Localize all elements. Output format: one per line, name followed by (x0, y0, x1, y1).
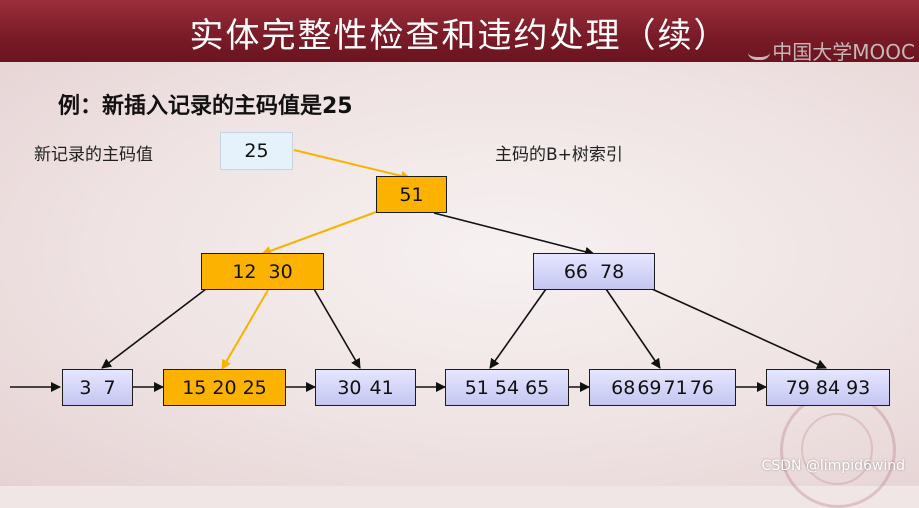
edge-left-to-leaf-3 (313, 288, 361, 369)
edge-left-to-leaf-1 (101, 288, 207, 369)
node-key: 79 (785, 376, 810, 399)
seal-inner-ring (801, 413, 873, 485)
node-key: 84 (815, 376, 841, 399)
new-key-box: 25 (220, 132, 293, 170)
slide-content (0, 62, 919, 486)
node-key: 41 (369, 376, 394, 399)
root-node: 51 (376, 176, 447, 213)
search-arrow-new-key-to-root (293, 149, 411, 181)
new-key-value: 25 (244, 140, 269, 162)
node-key: 12 (232, 260, 257, 283)
csdn-watermark: CSDN @limpid6wind (761, 458, 905, 474)
internal-node-left: 12 30 (201, 253, 324, 290)
node-key: 66 (563, 260, 588, 283)
title-bar: 实体完整性检查和违约处理（续） 中国大学MOOC (0, 0, 919, 65)
leaf-node-4: 51 54 65 (445, 369, 569, 406)
mooc-logo: 中国大学MOOC (748, 36, 915, 65)
node-key: 20 (212, 376, 237, 399)
node-key: 69 (637, 376, 662, 399)
leaf-node-6: 79 84 93 (766, 369, 890, 406)
bplus-tree-label: 主码的B+树索引 (495, 145, 623, 165)
edge-root-to-right (433, 212, 595, 257)
search-arrow-left-to-leaf (221, 289, 269, 370)
node-key: 68 (611, 376, 636, 399)
edge-right-to-leaf-4 (489, 288, 547, 369)
leaf-node-1: 3 7 (62, 369, 133, 406)
node-key: 65 (525, 376, 550, 399)
leaf-node-2: 15 20 25 (163, 369, 286, 406)
node-key: 93 (846, 376, 871, 399)
mooc-logo-text: 中国大学MOOC (772, 40, 915, 64)
example-heading: 例：新插入记录的主码值是25 (58, 94, 353, 119)
node-key: 7 (103, 376, 116, 399)
node-key: 3 (79, 376, 92, 399)
internal-node-right: 66 78 (533, 253, 655, 290)
node-key: 51 (399, 183, 424, 206)
node-key: 78 (600, 260, 625, 283)
node-key: 76 (689, 376, 714, 399)
node-key: 25 (242, 376, 267, 399)
node-key: 30 (337, 376, 362, 399)
search-arrow-root-to-left (261, 211, 377, 256)
tree-edges (10, 149, 827, 392)
node-key: 15 (182, 376, 207, 399)
leaf-node-3: 30 41 (315, 369, 416, 406)
edge-right-to-leaf-5 (605, 288, 661, 369)
leaf-node-5: 68 69 71 76 (589, 369, 736, 406)
node-key: 71 (663, 376, 688, 399)
slide-title: 实体完整性检查和违约处理（续） (189, 16, 730, 56)
new-record-key-label: 新记录的主码值 (34, 145, 153, 165)
node-key: 54 (494, 376, 520, 399)
mooc-logo-icon (748, 41, 771, 60)
edge-right-to-leaf-6 (651, 288, 827, 369)
node-key: 51 (464, 376, 489, 399)
node-key: 30 (268, 260, 293, 283)
